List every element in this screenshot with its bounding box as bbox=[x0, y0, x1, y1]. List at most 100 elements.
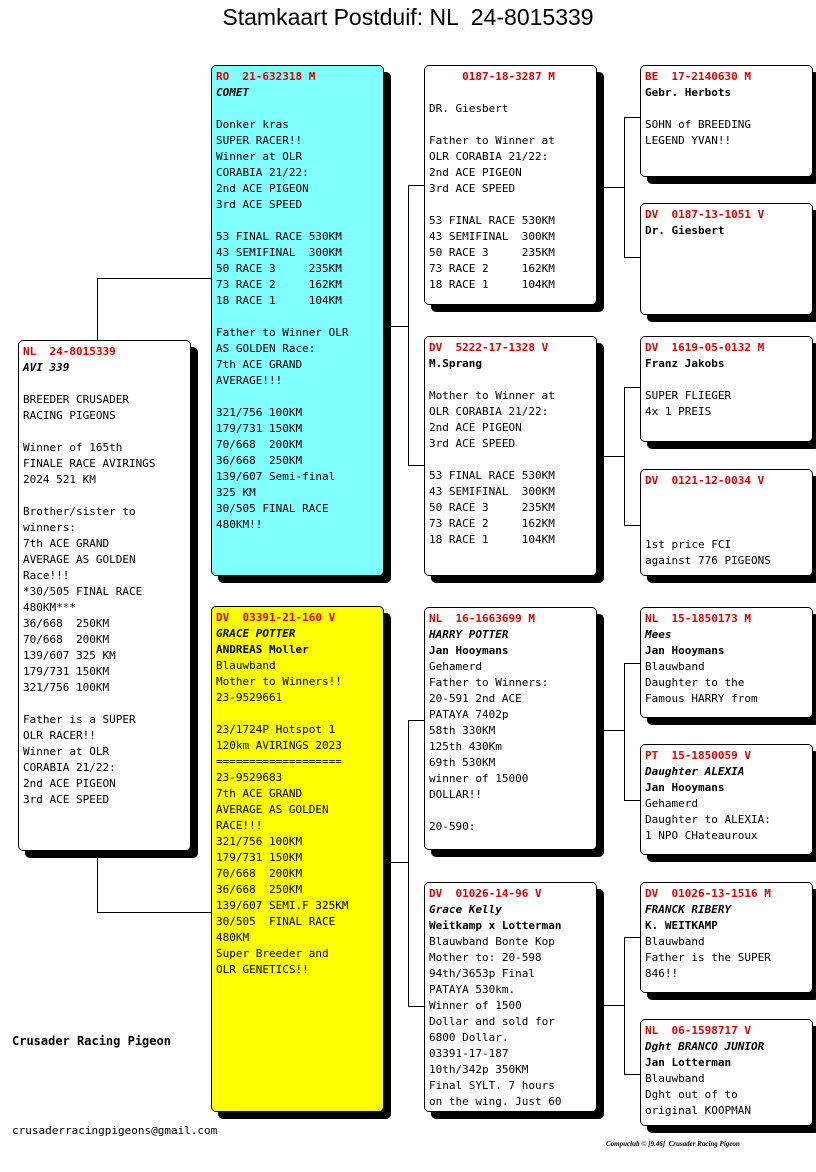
pigeon-name: COMET bbox=[216, 86, 250, 99]
owner-name: Dr. Giesbert bbox=[645, 224, 725, 237]
owner-name: M.Sprang bbox=[429, 357, 482, 370]
connector-line bbox=[624, 525, 641, 526]
pedigree-line: 53 FINAL RACE 530KM bbox=[429, 214, 555, 227]
pedigree-line: 6800 Dollar. bbox=[429, 1031, 509, 1044]
pedigree-line: winner of 15000 bbox=[429, 772, 529, 785]
connector-line bbox=[604, 187, 624, 188]
pigeon-name: HARRY POTTER bbox=[429, 628, 509, 641]
pedigree-line: 30/505 FINAL RACE bbox=[216, 915, 336, 928]
pedigree-line: 70/668 200KM bbox=[23, 633, 110, 646]
pedigree-line: 4x 1 PREIS bbox=[645, 405, 712, 418]
pigeon-name: AVI 339 bbox=[23, 361, 70, 374]
pigeon-card-ff-mother[interactable]: DV 0187-13-1051 V Dr. Giesbert bbox=[640, 203, 813, 315]
pedigree-line: PATAYA 530km. bbox=[429, 983, 516, 996]
pedigree-line: 3rd ACE SPEED bbox=[429, 437, 516, 450]
connector-line bbox=[624, 937, 641, 938]
ring-number: PT 15-1850059 V bbox=[645, 749, 751, 762]
pedigree-line: 120km AVIRINGS 2023 bbox=[216, 739, 342, 752]
email-text: crusaderracingpigeons@gmail.com bbox=[12, 1124, 218, 1137]
connector-line bbox=[624, 117, 641, 118]
pedigree-line: Mother to Winner at bbox=[429, 389, 555, 402]
pedigree-line: RACING PIGEONS bbox=[23, 409, 116, 422]
pedigree-line bbox=[429, 117, 596, 133]
pedigree-line: 2nd ACE PIGEON bbox=[23, 777, 116, 790]
connector-line bbox=[624, 387, 641, 388]
ring-number: DV 0121-12-0034 V bbox=[645, 474, 765, 487]
pedigree-line: 179/731 150KM bbox=[216, 422, 303, 435]
connector-line bbox=[97, 278, 212, 279]
owner-name: Weitkamp x Lotterman bbox=[429, 919, 562, 932]
connector-line bbox=[390, 326, 408, 327]
owner-name: K. WEITKAMP bbox=[645, 919, 718, 932]
pedigree-line: 10th/342p 350KM bbox=[429, 1063, 529, 1076]
ring-number: NL 24-8015339 bbox=[23, 345, 116, 358]
page-title: Stamkaart Postduif: NL 24-8015339 bbox=[222, 4, 594, 30]
pedigree-line: Daughter to the bbox=[645, 676, 745, 689]
connector-line bbox=[408, 1006, 425, 1007]
pedigree-line: 23/1724P Hotspot 1 bbox=[216, 723, 336, 736]
pedigree-line: 480KM bbox=[216, 931, 250, 944]
connector-line bbox=[408, 465, 425, 466]
pedigree-line: 69th 530KM bbox=[429, 756, 496, 769]
pedigree-line: 7th ACE GRAND bbox=[216, 358, 303, 371]
pedigree-line bbox=[216, 101, 383, 117]
pedigree-line: Donker kras bbox=[216, 118, 289, 131]
breeder-label: Crusader Racing Pigeon bbox=[12, 1034, 171, 1048]
pedigree-line bbox=[645, 489, 812, 505]
pedigree-line: 125th 430Km bbox=[429, 740, 502, 753]
pedigree-line: Race!!! bbox=[23, 569, 70, 582]
pedigree-line: Mother to: 20-598 bbox=[429, 951, 542, 964]
pedigree-line bbox=[23, 376, 190, 392]
pedigree-line: 321/756 100KM bbox=[216, 406, 303, 419]
connector-line bbox=[624, 663, 625, 800]
pedigree-line: 18 RACE 1 104KM bbox=[429, 533, 555, 546]
pedigree-line: Father to Winner at bbox=[429, 134, 555, 147]
pigeon-name: Mees bbox=[645, 628, 672, 641]
pedigree-line bbox=[216, 389, 383, 405]
pedigree-line: OLR RACER!! bbox=[23, 729, 96, 742]
connector-line bbox=[408, 720, 425, 721]
pedigree-line: 53 FINAL RACE 530KM bbox=[429, 469, 555, 482]
ring-number: DV 0187-13-1051 V bbox=[645, 208, 765, 221]
connector-line bbox=[624, 663, 641, 664]
pedigree-line bbox=[429, 803, 596, 819]
pigeon-name: Grace Kelly bbox=[429, 903, 502, 916]
pedigree-line: 2024 521 KM bbox=[23, 473, 96, 486]
pedigree-line: Gehamerd bbox=[645, 797, 698, 810]
pedigree-line: 3rd ACE SPEED bbox=[216, 198, 303, 211]
ring-number: DV 01026-14-96 V bbox=[429, 887, 542, 900]
pedigree-line: Blauwband bbox=[645, 1072, 705, 1085]
pigeon-name: FRANCK RIBERY bbox=[645, 903, 732, 916]
pedigree-line: Winner of 1500 bbox=[429, 999, 522, 1012]
pedigree-line: 20-591 2nd ACE bbox=[429, 692, 522, 705]
pedigree-line: Blauwband Bonte Kop bbox=[429, 935, 555, 948]
pedigree-line: RACE!!! bbox=[216, 819, 263, 832]
pedigree-line: Winner at OLR bbox=[23, 745, 110, 758]
pedigree-line: Brother/sister to bbox=[23, 505, 136, 518]
pedigree-line bbox=[645, 505, 812, 521]
pedigree-line: FINALE RACE AVIRINGS bbox=[23, 457, 156, 470]
ring-number: BE 17-2140630 M bbox=[645, 70, 751, 83]
pedigree-line: AVERAGE AS GOLDEN bbox=[23, 553, 136, 566]
pedigree-line: OLR GENETICS!! bbox=[216, 963, 309, 976]
pedigree-line: Father is the SUPER bbox=[645, 951, 771, 964]
pedigree-line: 480KM!! bbox=[216, 518, 263, 531]
pedigree-line: Blauwband bbox=[645, 660, 705, 673]
pedigree-line: 53 FINAL RACE 530KM bbox=[216, 230, 342, 243]
pedigree-line: 50 RACE 3 235KM bbox=[429, 246, 555, 259]
pedigree-line: DR. Giesbert bbox=[429, 102, 509, 115]
